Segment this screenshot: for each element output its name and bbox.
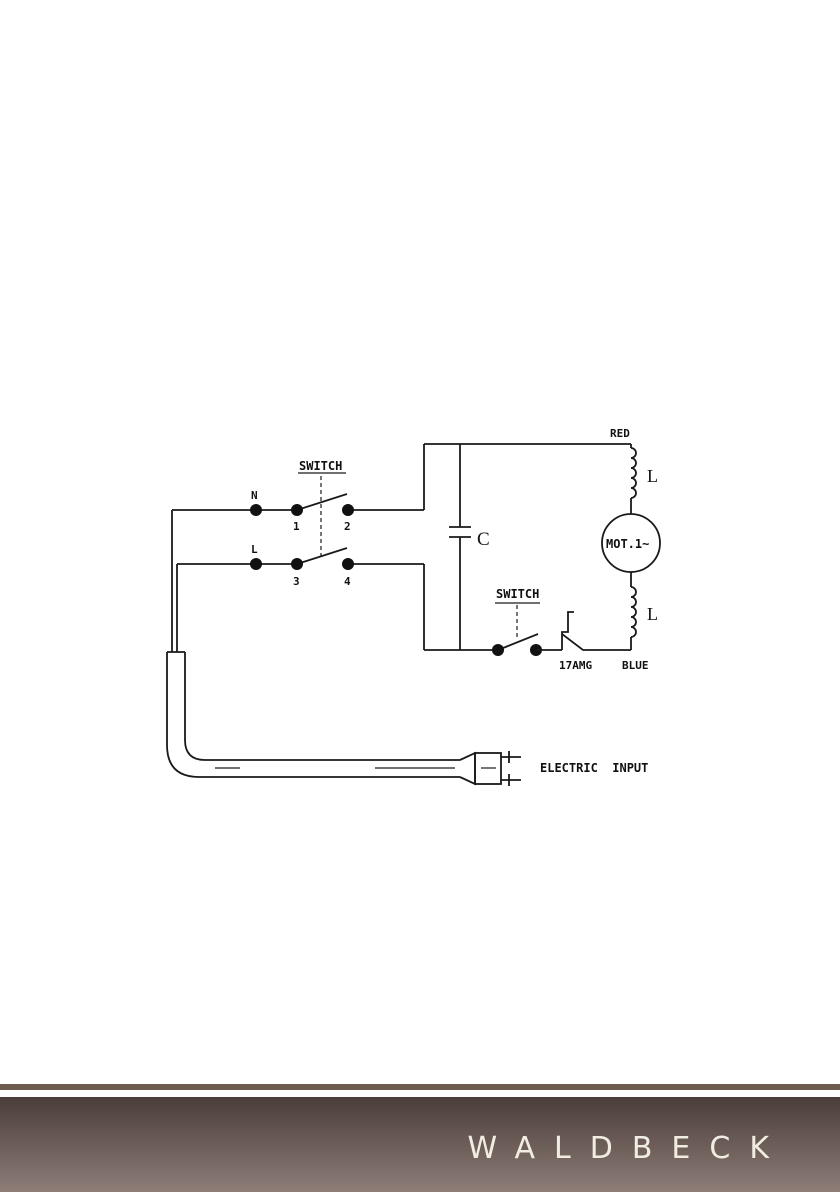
label-terminal-2: 2 bbox=[344, 520, 351, 533]
label-inductor-top: L bbox=[647, 466, 658, 486]
label-wire-red: RED bbox=[610, 427, 630, 440]
terminal-2 bbox=[342, 504, 354, 516]
label-switch-main: SWITCH bbox=[299, 459, 342, 473]
label-thermal: 17AMG bbox=[559, 659, 592, 672]
power-cord bbox=[167, 510, 460, 777]
label-line: L bbox=[251, 543, 258, 556]
terminal-l bbox=[250, 558, 262, 570]
label-capacitor: C bbox=[477, 529, 490, 550]
label-terminal-1: 1 bbox=[293, 520, 300, 533]
terminal-4 bbox=[342, 558, 354, 570]
terminal-1 bbox=[291, 504, 303, 516]
label-inductor-bottom: L bbox=[647, 604, 658, 624]
label-wire-blue: BLUE bbox=[622, 659, 649, 672]
label-terminal-3: 3 bbox=[293, 575, 300, 588]
plug-icon bbox=[460, 751, 521, 786]
label-switch-secondary: SWITCH bbox=[496, 587, 539, 601]
label-terminal-4: 4 bbox=[344, 575, 351, 588]
diagram-labels: SWITCH N L 1 2 3 4 C MOT.1~ L L RED SWIT… bbox=[251, 427, 658, 775]
label-motor: MOT.1~ bbox=[606, 537, 649, 551]
label-neutral: N bbox=[251, 489, 258, 502]
brand-logo: WALDBECK bbox=[467, 1131, 788, 1166]
terminal-n bbox=[250, 504, 262, 516]
label-electric-input: ELECTRIC INPUT bbox=[540, 761, 648, 775]
switch2-terminal-a bbox=[492, 644, 504, 656]
terminal-3 bbox=[291, 558, 303, 570]
footer-divider bbox=[0, 1084, 840, 1090]
